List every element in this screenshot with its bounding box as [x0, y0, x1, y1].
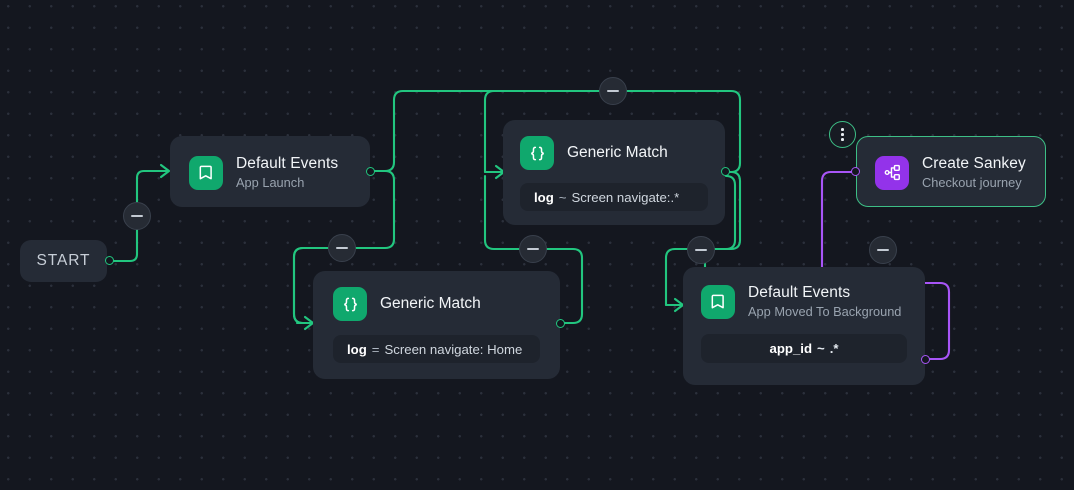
braces-icon: [333, 287, 367, 321]
sitemap-icon: [875, 155, 909, 190]
collapse-button-generic-match-top-loop[interactable]: [599, 77, 627, 105]
condition-operator: ~: [817, 341, 825, 357]
condition-value: Screen navigate:.*: [571, 189, 680, 205]
kebab-dot: [841, 138, 844, 141]
condition-pill[interactable]: log ~ Screen navigate:.*: [520, 183, 708, 211]
node-create-sankey[interactable]: Create Sankey Checkout journey: [856, 136, 1046, 207]
kebab-dot: [841, 133, 844, 136]
node-titles: Default Events App Moved To Background: [748, 283, 901, 320]
condition-pill[interactable]: app_id ~ .*: [701, 334, 907, 364]
condition-value: Screen navigate: Home: [384, 341, 523, 357]
arrowhead-generic-match-home: [303, 315, 315, 331]
kebab-dot: [841, 128, 844, 131]
node-default-events-bg-output-port[interactable]: [921, 355, 930, 364]
start-node[interactable]: START: [20, 240, 107, 282]
node-subtitle: Checkout journey: [922, 175, 1022, 191]
node-generic-match-screen-navigate-home[interactable]: Generic Match log = Screen navigate: Hom…: [313, 271, 560, 379]
start-node-label: START: [36, 252, 91, 269]
node-title: Generic Match: [567, 144, 668, 161]
node-default-events-app-moved-to-background[interactable]: Default Events App Moved To Background a…: [683, 267, 925, 385]
node-header: Generic Match: [520, 136, 708, 170]
bookmark-icon: [189, 155, 223, 190]
node-default-events-app-launch[interactable]: Default Events App Launch: [170, 136, 370, 207]
minus-icon: [527, 248, 539, 250]
minus-icon: [877, 249, 889, 251]
minus-icon: [131, 215, 143, 217]
node-generic-match-home-output-port[interactable]: [556, 319, 565, 328]
condition-key: app_id: [769, 341, 813, 357]
collapse-button-generic-match-home-branch[interactable]: [328, 234, 356, 262]
node-titles: Create Sankey Checkout journey: [922, 154, 1026, 191]
minus-icon: [607, 90, 619, 92]
node-titles: Default Events App Launch: [236, 154, 338, 191]
node-default-events-output-port[interactable]: [366, 167, 375, 176]
condition-operator: =: [371, 341, 380, 357]
node-title: Create Sankey: [922, 155, 1026, 172]
condition-key: log: [534, 189, 554, 205]
node-create-sankey-input-port[interactable]: [851, 167, 860, 176]
kebab-menu-icon[interactable]: [829, 121, 856, 148]
node-title: Default Events: [236, 155, 339, 172]
condition-operator: ~: [558, 189, 567, 205]
condition-value: .*: [829, 341, 839, 357]
node-subtitle: App Launch: [236, 175, 305, 191]
node-generic-match-screen-navigate-regex[interactable]: Generic Match log ~ Screen navigate:.*: [503, 120, 725, 225]
condition-pill[interactable]: log = Screen navigate: Home: [333, 335, 540, 363]
node-generic-match-top-output-port[interactable]: [721, 167, 730, 176]
node-header: Create Sankey Checkout journey: [875, 154, 1027, 191]
collapse-button-start-branch[interactable]: [123, 202, 151, 230]
node-title: Default Events: [748, 284, 851, 301]
minus-icon: [336, 247, 348, 249]
arrowhead-default-events-bg: [673, 297, 685, 313]
collapse-button-default-events-background-branch[interactable]: [687, 236, 715, 264]
bookmark-icon: [701, 284, 735, 319]
braces-icon: [520, 136, 554, 170]
node-header: Default Events App Launch: [189, 154, 351, 191]
start-node-output-port[interactable]: [105, 256, 114, 265]
node-subtitle: App Moved To Background: [748, 304, 902, 320]
minus-icon: [695, 249, 707, 251]
condition-key: log: [347, 341, 367, 357]
node-title: Generic Match: [380, 295, 481, 312]
node-header: Default Events App Moved To Background: [701, 283, 907, 320]
collapse-button-generic-match-top-lower[interactable]: [519, 235, 547, 263]
arrowhead-default-events: [159, 163, 171, 179]
collapse-button-sankey-return[interactable]: [869, 236, 897, 264]
node-header: Generic Match: [333, 287, 540, 321]
